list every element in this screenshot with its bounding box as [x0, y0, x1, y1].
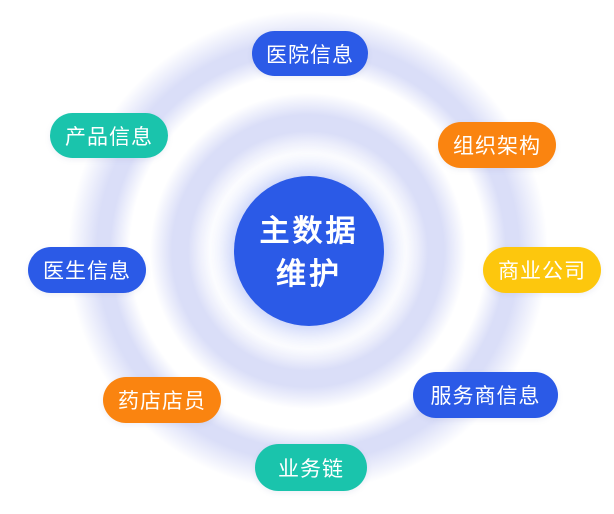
node-doctor-info: 医生信息	[28, 247, 146, 293]
node-commercial-company: 商业公司	[483, 247, 601, 293]
node-service-provider-info: 服务商信息	[413, 372, 558, 418]
node-hospital-info: 医院信息	[252, 31, 368, 76]
node-product-info: 产品信息	[50, 113, 168, 158]
node-pharmacy-clerk: 药店店员	[103, 377, 221, 423]
node-organization-structure: 组织架构	[438, 122, 556, 168]
center-title-line2: 维护	[276, 257, 342, 291]
center-title-line1: 主数据	[259, 214, 359, 248]
center-node: 主数据 维护	[234, 176, 384, 326]
node-business-chain: 业务链	[255, 444, 367, 491]
